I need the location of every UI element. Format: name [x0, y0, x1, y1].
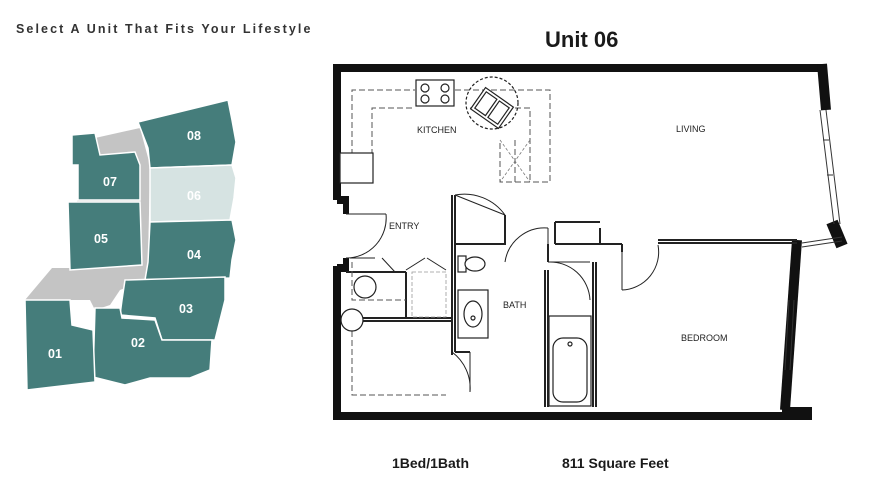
square-feet-text: 811 Square Feet	[562, 455, 669, 471]
unit-label-06: 06	[187, 189, 201, 203]
toilet-icon	[457, 255, 486, 273]
unit-05[interactable]	[67, 201, 143, 271]
unit-label-05: 05	[94, 232, 108, 246]
bedroom-windows	[784, 299, 795, 371]
interior-walls	[346, 195, 797, 407]
unit-07[interactable]	[71, 132, 141, 201]
unit-label-03: 03	[179, 302, 193, 316]
living-windows	[801, 109, 843, 248]
unit-title: Unit 06	[545, 27, 619, 52]
unit-label-01: 01	[48, 347, 62, 361]
exterior-walls	[333, 63, 848, 420]
room-label-kitchen: KITCHEN	[417, 125, 457, 135]
unit-08[interactable]	[136, 99, 237, 169]
washer-dryer-icon	[340, 275, 377, 332]
beds-baths-text: 1Bed/1Bath	[392, 455, 470, 471]
unit-02[interactable]	[92, 307, 213, 386]
unit-04[interactable]	[144, 219, 237, 281]
kitchen-sink-icon	[465, 76, 519, 130]
unit-label-07: 07	[103, 175, 117, 189]
room-label-entry: ENTRY	[389, 221, 419, 231]
cabinet-marks	[499, 139, 531, 183]
unit-01[interactable]	[24, 299, 96, 391]
closet-shelves	[411, 271, 447, 318]
page-heading: Select A Unit That Fits Your Lifestyle	[16, 22, 313, 36]
bath-sink-icon	[457, 289, 489, 339]
doors	[345, 193, 660, 393]
unit-label-04: 04	[187, 248, 201, 262]
unit-label-08: 08	[187, 129, 201, 143]
bathtub-icon	[548, 315, 592, 407]
room-label-bedroom: BEDROOM	[681, 333, 728, 343]
unit-label-02: 02	[131, 336, 145, 350]
room-label-living: LIVING	[676, 124, 706, 134]
room-label-bath: BATH	[503, 300, 526, 310]
stove-icon	[415, 79, 455, 107]
refrigerator-icon	[339, 152, 374, 184]
